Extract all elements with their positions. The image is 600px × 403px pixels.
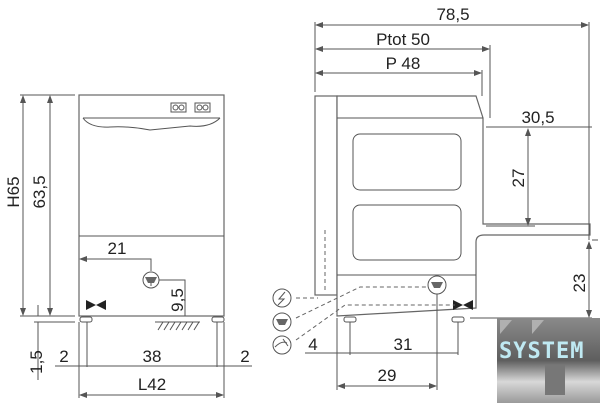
dim-27: 27	[509, 169, 528, 188]
dim-1-5: 1,5	[27, 350, 46, 374]
dim-78-5: 78,5	[436, 5, 469, 24]
foot-right	[211, 316, 225, 323]
floor-hatch	[155, 321, 200, 331]
dim-63-5: 63,5	[30, 175, 49, 208]
side-view: 78,5 Ptot 50 P 48 30,5 27 23 4 31 29	[272, 5, 598, 390]
dim-h65: H65	[4, 176, 23, 207]
logo-text: SYSTEM	[499, 339, 584, 364]
foot-left	[79, 316, 93, 323]
dim-ptot-50: Ptot 50	[376, 30, 430, 49]
side-body	[336, 95, 591, 317]
electric-connection-icon	[272, 288, 292, 308]
side-door-panel	[314, 95, 338, 296]
dim-21: 21	[108, 239, 127, 258]
dim-9-5: 9,5	[168, 288, 187, 312]
dim-30-5: 30,5	[521, 108, 554, 127]
dim-23: 23	[570, 274, 589, 293]
side-valve-icon	[453, 300, 473, 310]
drain-legend-icon	[272, 312, 292, 332]
dim-29: 29	[378, 366, 397, 385]
dim-38: 38	[143, 347, 162, 366]
water-inlet-icon	[272, 335, 292, 355]
valve-icon	[86, 300, 106, 310]
dim-2-right: 2	[240, 347, 249, 366]
dim-p-48: P 48	[386, 54, 421, 73]
dim-31: 31	[394, 335, 413, 354]
dim-2-left: 2	[59, 347, 68, 366]
dim-l42: L42	[138, 375, 166, 394]
front-view: H65 63,5 1,5 21 9,5 2 38 2 L42	[4, 94, 252, 398]
system-logo: SYSTEM	[497, 318, 600, 403]
side-foot-left	[343, 316, 357, 323]
side-foot-right	[451, 316, 465, 323]
rack-window-bottom	[352, 204, 462, 261]
rack-window-top	[352, 133, 462, 191]
control-knobs-icon	[170, 102, 211, 113]
front-panel-handle	[82, 117, 221, 131]
dim-4: 4	[308, 335, 317, 354]
